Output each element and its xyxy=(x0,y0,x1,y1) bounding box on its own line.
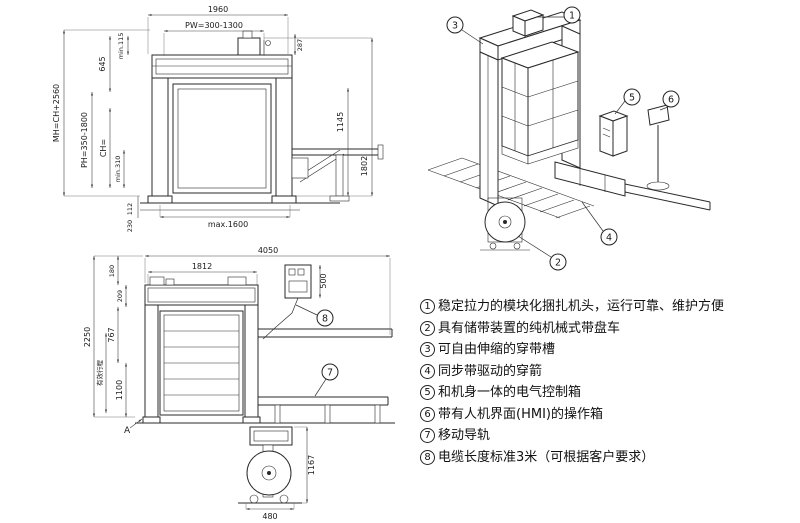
dim-287-label: 287 xyxy=(296,39,304,51)
side-view-callouts: 8 7 xyxy=(295,304,339,397)
feature-number-badge: 7 xyxy=(420,428,435,443)
callout-4-label: 4 xyxy=(606,233,612,244)
dim-1812-label: 1812 xyxy=(192,262,212,271)
dim-1145-label: 1145 xyxy=(336,112,345,132)
feature-number-badge: 8 xyxy=(420,449,435,465)
feature-number-badge: 4 xyxy=(420,363,435,379)
dim-ph-label: PH=350-1800 xyxy=(80,112,89,168)
front-view-machine-outline xyxy=(140,30,384,211)
dim-ch-label: CH= xyxy=(99,139,108,157)
callout-6 xyxy=(662,90,680,108)
callout-3-label: 3 xyxy=(452,21,458,32)
dim-112-label: 112 xyxy=(126,203,134,215)
callout-2-label: 2 xyxy=(555,258,561,269)
feature-number-badge: 5 xyxy=(420,385,435,400)
dim-2250-label: 2250 xyxy=(83,327,92,347)
callout-1 xyxy=(563,6,581,24)
dim-min310-label: min.310 xyxy=(114,156,122,183)
side-view-machine-outline xyxy=(135,264,395,424)
dim-stroke-label: 有效行程 xyxy=(95,360,104,387)
dim-max1600-label: max.1600 xyxy=(208,220,248,229)
callout-1-label: 1 xyxy=(569,11,575,22)
dim-1100-label: 1100 xyxy=(115,380,124,400)
callout-3 xyxy=(446,16,464,34)
feature-text: 同步带驱动的穿箭 xyxy=(438,363,543,379)
callout-2 xyxy=(549,253,567,271)
callout-6-label: 6 xyxy=(668,95,674,106)
isometric-view-drawing: 1 3 5 6 4 2 xyxy=(427,6,711,271)
dim-1960-label: 1960 xyxy=(208,5,228,14)
iso-load-stack xyxy=(500,41,580,165)
feature-list: 1 稳定拉力的模块化捆扎机头，运行可靠、维护方便 2 具有储带装置的纯机械式带盘… xyxy=(420,296,796,468)
feature-item-8: 8 电缆长度标准3米（可根据客户要求） xyxy=(420,447,796,469)
feature-number-badge: 6 xyxy=(420,406,435,422)
feature-text: 和机身一体的电气控制箱 xyxy=(438,385,582,400)
side-view-detail-cart xyxy=(238,426,302,504)
iso-strap-reel-cart xyxy=(480,197,530,251)
detail-a-label: A xyxy=(124,426,131,436)
iso-control-box xyxy=(598,110,629,157)
dim-min115-label: min.115 xyxy=(117,33,125,60)
feature-number-badge: 3 xyxy=(420,342,435,357)
dim-1802-label: 1802 xyxy=(360,156,369,176)
iso-base-carriage xyxy=(554,161,711,211)
dim-767-label: 767 xyxy=(107,327,116,342)
dim-4050-label: 4050 xyxy=(258,246,278,255)
callout-8-label: 8 xyxy=(322,314,328,325)
callout-5-label: 5 xyxy=(629,93,635,104)
feature-item-1: 1 稳定拉力的模块化捆扎机头，运行可靠、维护方便 xyxy=(420,296,796,318)
feature-item-2: 2 具有储带装置的纯机械式带盘车 xyxy=(420,318,796,340)
callout-4 xyxy=(600,228,618,246)
dim-pw-label: PW=300-1300 xyxy=(185,21,243,30)
front-view-drawing: 1960 PW=300-1300 287 min.115 645 MH=CH+2… xyxy=(52,5,384,232)
feature-item-4: 4 同步带驱动的穿箭 xyxy=(420,361,796,383)
feature-number-badge: 1 xyxy=(420,299,435,314)
feature-text: 稳定拉力的模块化捆扎机头，运行可靠、维护方便 xyxy=(438,299,725,314)
feature-text: 具有储带装置的纯机械式带盘车 xyxy=(438,320,621,336)
side-view-dimensions: 4050 1812 180 209 767 1100 2250 xyxy=(83,246,391,521)
front-view-dimensions: 1960 PW=300-1300 287 min.115 645 MH=CH+2… xyxy=(52,5,374,232)
dim-500-label: 500 xyxy=(319,273,328,288)
feature-item-3: 3 可自由伸缩的穿带槽 xyxy=(420,339,796,361)
feature-number-badge: 2 xyxy=(420,320,435,336)
feature-item-5: 5 和机身一体的电气控制箱 xyxy=(420,382,796,404)
dim-209-label: 209 xyxy=(116,290,124,302)
dim-mh-label: MH=CH+2560 xyxy=(52,84,61,142)
dim-230-label: 230 xyxy=(126,220,134,232)
iso-callouts: 1 3 5 6 4 2 xyxy=(446,6,680,271)
feature-text: 可自由伸缩的穿带槽 xyxy=(438,342,556,357)
dim-480-label: 480 xyxy=(262,512,277,521)
side-view-drawing: 8 7 4050 1812 180 209 767 xyxy=(83,246,395,521)
callout-5 xyxy=(623,88,641,106)
iso-strapping-head xyxy=(511,9,545,37)
feature-text: 移动导轨 xyxy=(438,428,491,443)
feature-text: 带有人机界面(HMI)的操作箱 xyxy=(438,406,603,422)
feature-item-7: 7 移动导轨 xyxy=(420,425,796,447)
iso-hmi-panel xyxy=(646,104,670,191)
feature-text: 电缆长度标准3米（可根据客户要求） xyxy=(438,449,655,465)
callout-7-label: 7 xyxy=(327,368,333,379)
dim-645-label: 645 xyxy=(98,56,107,71)
dim-1167-label: 1167 xyxy=(307,455,316,475)
feature-item-6: 6 带有人机界面(HMI)的操作箱 xyxy=(420,404,796,426)
dim-180-label: 180 xyxy=(108,265,116,277)
callout-7 xyxy=(321,363,339,381)
callout-8 xyxy=(316,309,334,327)
